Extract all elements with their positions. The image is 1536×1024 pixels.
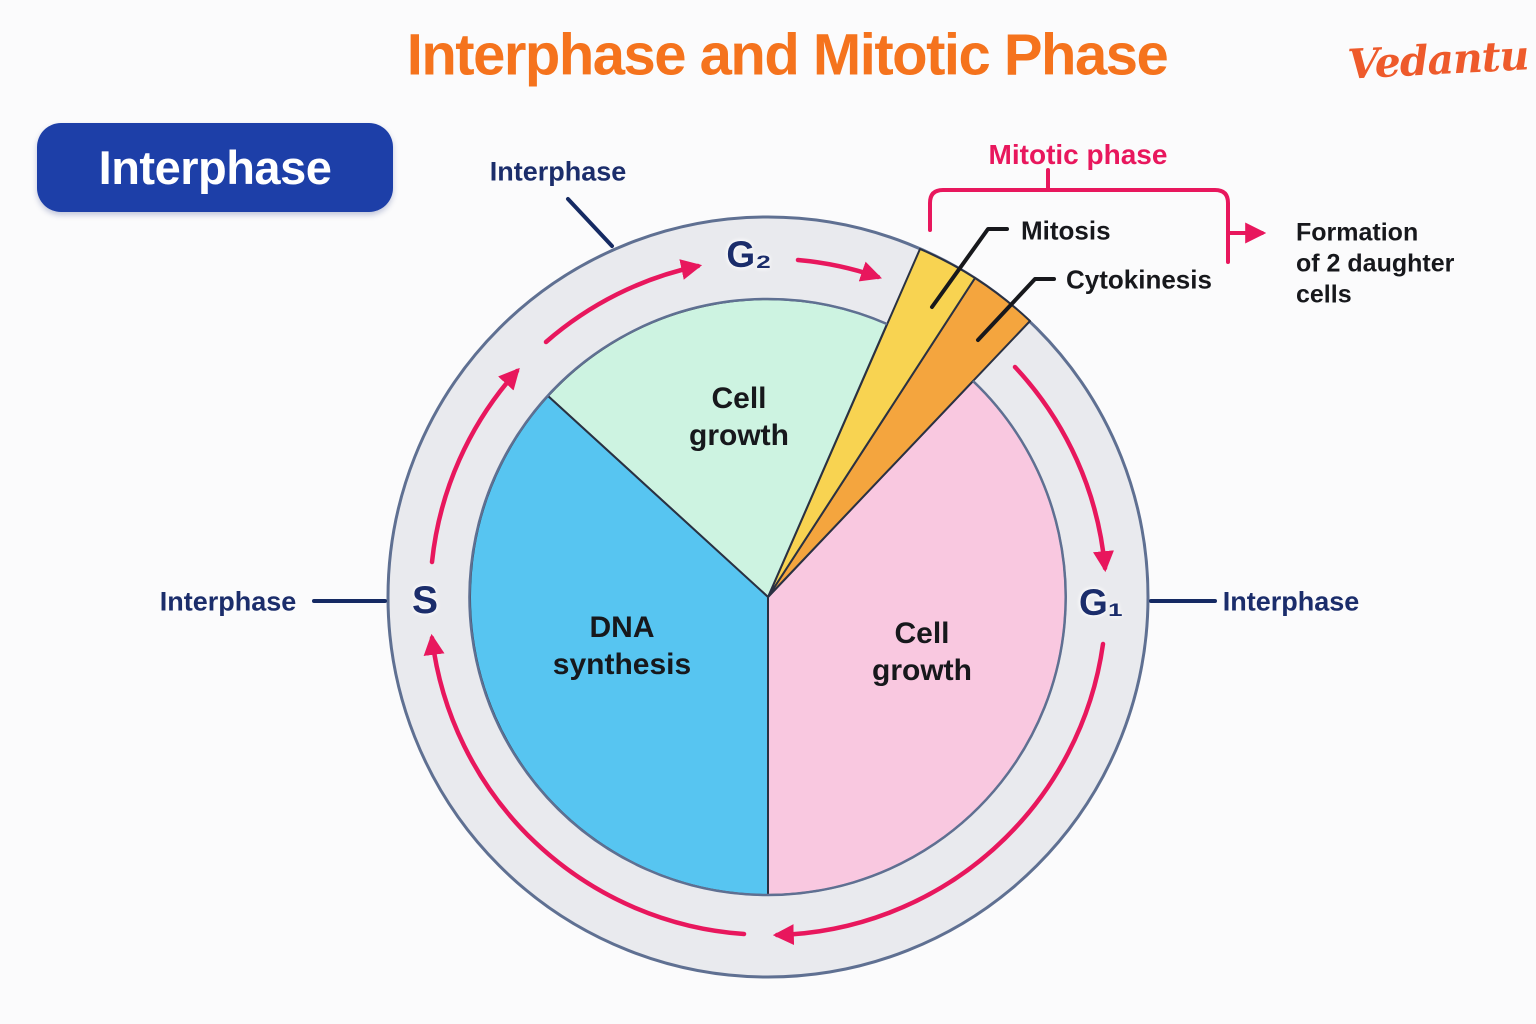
cytokinesis-label: Cytokinesis <box>1066 264 1212 295</box>
pointer-interphase-top <box>566 197 614 248</box>
arrow-top-left-right <box>543 259 703 345</box>
bracket-body <box>928 188 1230 264</box>
mitotic-phase-bracket <box>928 168 1267 264</box>
arrow-bottom-left <box>772 641 1106 946</box>
interphase-pointer-lines <box>312 197 1217 603</box>
phase-letter-g2: G₂ <box>726 234 772 275</box>
inner-border-left <box>468 297 888 897</box>
arrow-right-down <box>1012 364 1114 573</box>
pointer-cytokinesis <box>976 277 1056 342</box>
slice-mitosis <box>767 248 976 598</box>
daughter-cells-result-label: Formation of 2 daughter cells <box>1296 218 1455 309</box>
arrow-top-right-right <box>795 257 882 282</box>
interphase-callout-top: Interphase <box>489 156 627 187</box>
interphase-badge-label: Interphase <box>98 141 332 194</box>
mitotic-pointer-lines <box>930 227 1056 342</box>
phase-letter-s: S <box>411 579 439 622</box>
vedantu-logo: Vedantu <box>1346 31 1530 89</box>
interphase-callout-right: Interphase <box>1222 586 1360 617</box>
mitosis-label: Mitosis <box>1021 215 1111 246</box>
inner-border-right <box>767 380 1067 897</box>
phase-letter-g1: G₁ <box>1078 582 1124 623</box>
interphase-callout-left: Interphase <box>159 586 297 617</box>
slice-label-g2-cell-growth: Cell growth <box>689 382 789 452</box>
mitotic-phase-label: Mitotic phase <box>988 139 1168 170</box>
slice-label-dna-synthesis: DNA synthesis <box>552 611 692 681</box>
page-title: Interphase and Mitotic Phase <box>406 22 1169 88</box>
arrow-bottom-left-up <box>423 633 747 937</box>
pointer-mitosis <box>930 227 1009 309</box>
slice-label-g1-cell-growth: Cell growth <box>872 617 972 687</box>
arrow-left-up <box>429 367 520 565</box>
cycle-direction-arrows <box>423 257 1114 946</box>
interphase-badge: Interphase <box>37 123 393 212</box>
